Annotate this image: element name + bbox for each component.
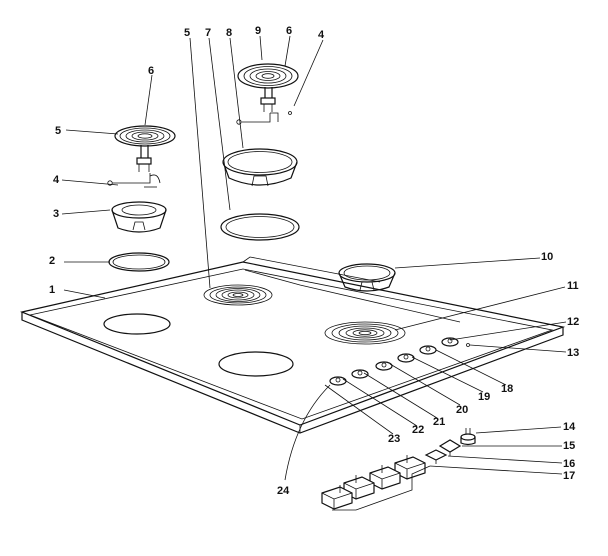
control-knob-3	[375, 361, 393, 371]
callout-7: 7	[205, 27, 211, 39]
callout-12: 12	[567, 316, 579, 328]
infinite-switch-small	[460, 428, 476, 446]
coil-element-installed-left	[203, 284, 273, 306]
callout-24: 24	[277, 485, 290, 497]
callout-18: 18	[501, 383, 513, 395]
callout-8: 8	[226, 27, 232, 39]
callout-10: 10	[541, 251, 553, 263]
burner-opening-front-right	[218, 351, 294, 377]
callout-1: 1	[49, 284, 55, 296]
callout-15: 15	[563, 440, 575, 452]
control-knob-6	[441, 337, 459, 347]
callout-labels: 1 2 3 4 4 5 5 6 6 7 8 9 10 11 12 13 14 1…	[49, 25, 579, 497]
callout-4-left: 4	[53, 174, 60, 186]
trim-ring-left	[108, 252, 170, 272]
callout-9: 9	[255, 25, 261, 37]
callout-6-right: 6	[286, 25, 292, 37]
callout-4-right: 4	[318, 29, 325, 41]
callout-3: 3	[53, 208, 59, 220]
infinite-switch-group	[321, 455, 426, 510]
callout-16: 16	[563, 458, 575, 470]
coil-element-left	[114, 125, 176, 172]
coil-element-installed-right	[324, 321, 406, 345]
terminal-block-left	[107, 173, 161, 188]
trim-ring-large	[220, 213, 300, 241]
coil-element-right	[237, 63, 299, 112]
control-knob-2	[351, 369, 369, 379]
callout-13: 13	[567, 347, 579, 359]
drip-bowl-large	[222, 148, 298, 187]
terminal-block-right	[236, 111, 292, 125]
callout-23: 23	[388, 433, 400, 445]
drip-bowl-left	[111, 201, 167, 233]
callout-21: 21	[433, 416, 445, 428]
leader-lines	[61, 35, 567, 511]
switch-bracket	[424, 439, 462, 464]
callout-5-left: 5	[55, 125, 61, 137]
callout-19: 19	[478, 391, 490, 403]
cooktop-panel	[20, 256, 566, 434]
callout-2: 2	[49, 255, 55, 267]
burner-opening-front-left	[103, 313, 171, 335]
callout-17: 17	[563, 470, 575, 482]
callout-14: 14	[563, 421, 576, 433]
callout-6-left: 6	[148, 65, 154, 77]
callout-22: 22	[412, 424, 424, 436]
callout-11: 11	[567, 280, 579, 292]
drip-bowl-right	[338, 263, 396, 292]
callout-20: 20	[456, 404, 468, 416]
callout-5-top: 5	[184, 27, 190, 39]
